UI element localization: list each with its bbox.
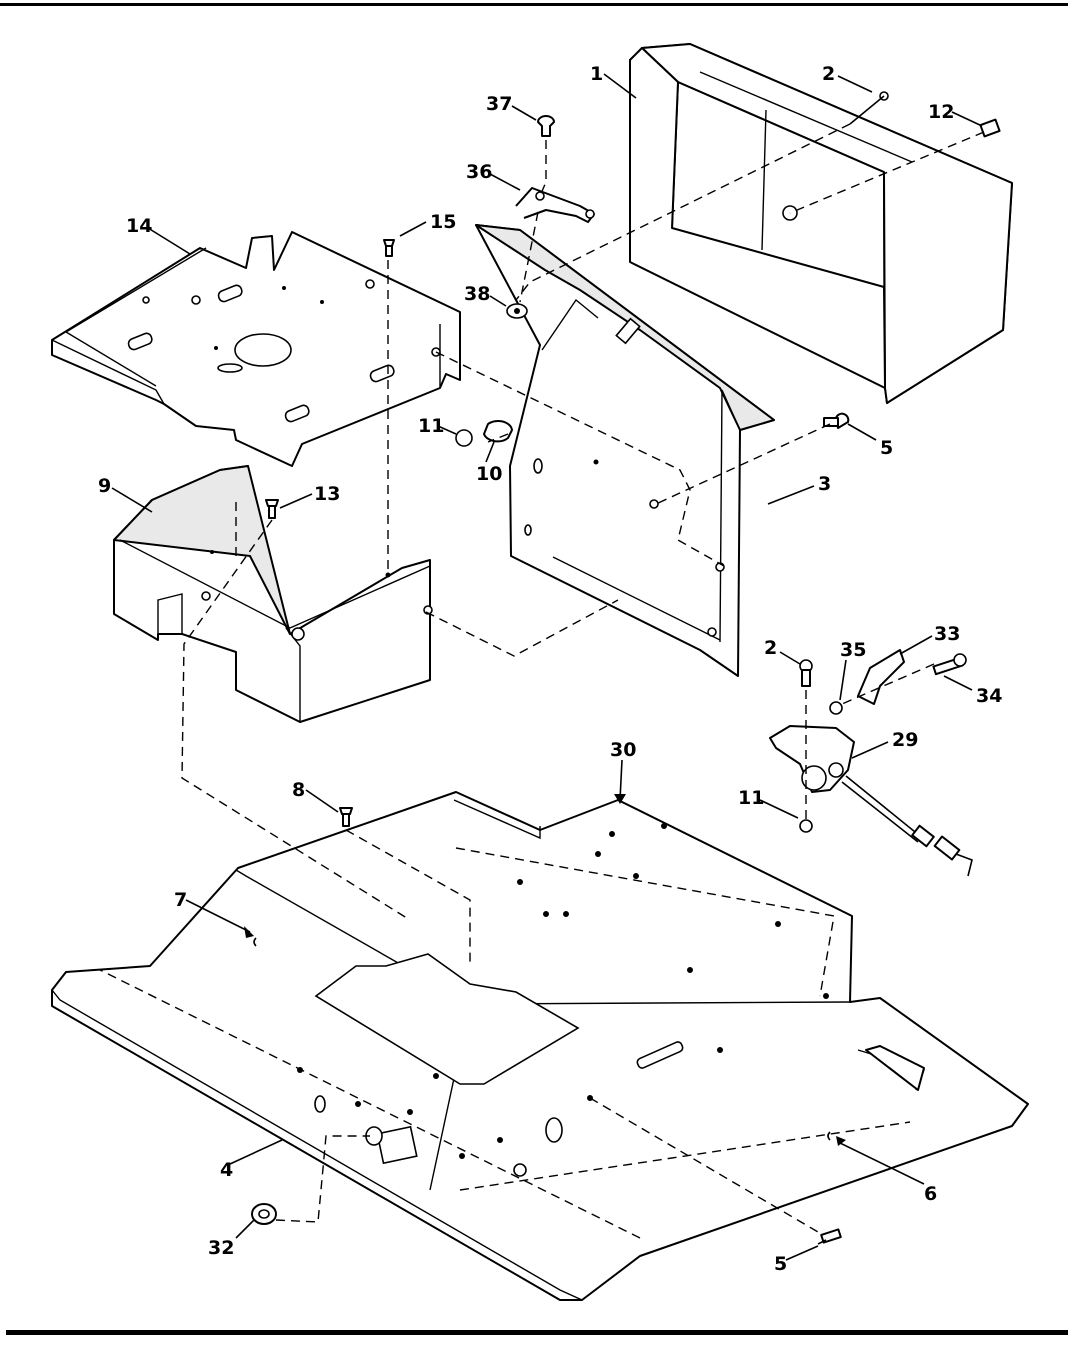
callout-5-lower: 5 xyxy=(774,1253,787,1275)
callout-5: 5 xyxy=(880,437,893,459)
top-rule xyxy=(0,3,1068,6)
callout-35: 35 xyxy=(840,639,866,661)
callout-33: 33 xyxy=(934,623,960,645)
callout-6: 6 xyxy=(924,1183,937,1205)
callout-1: 1 xyxy=(590,63,603,85)
callout-38: 38 xyxy=(464,283,490,305)
callout-leaders xyxy=(111,73,983,1261)
callout-8: 8 xyxy=(292,779,305,801)
bottom-rule xyxy=(6,1330,1068,1335)
callout-labels: 1 2 12 37 36 14 15 38 11 10 5 3 9 13 33 … xyxy=(98,63,1002,1275)
callout-37: 37 xyxy=(486,93,512,115)
hardware xyxy=(251,91,1001,1245)
callout-2-lower: 2 xyxy=(764,637,777,659)
callout-29: 29 xyxy=(892,729,918,751)
part-29-throttle-assembly xyxy=(769,649,973,877)
callout-11-lower: 11 xyxy=(738,787,764,809)
callout-4: 4 xyxy=(220,1159,233,1181)
callout-13: 13 xyxy=(314,483,340,505)
callout-7: 7 xyxy=(174,889,187,911)
callout-9: 9 xyxy=(98,475,111,497)
callout-10: 10 xyxy=(476,463,502,485)
callout-32: 32 xyxy=(208,1237,234,1259)
callout-11: 11 xyxy=(418,415,444,437)
callout-2: 2 xyxy=(822,63,835,85)
part-3-front-cover xyxy=(475,224,775,677)
part-4-frame-cover xyxy=(51,791,1029,1301)
callout-15: 15 xyxy=(430,211,456,233)
callout-3: 3 xyxy=(818,473,831,495)
callout-12: 12 xyxy=(928,101,954,123)
callout-34: 34 xyxy=(976,685,1002,707)
callout-30: 30 xyxy=(610,739,636,761)
part-9-seat-support xyxy=(113,465,433,723)
callout-14: 14 xyxy=(126,215,152,237)
part-1-hood xyxy=(629,43,1013,404)
part-14-seat-plate xyxy=(51,231,461,467)
assembly-lines xyxy=(99,123,985,1239)
callout-36: 36 xyxy=(466,161,492,183)
